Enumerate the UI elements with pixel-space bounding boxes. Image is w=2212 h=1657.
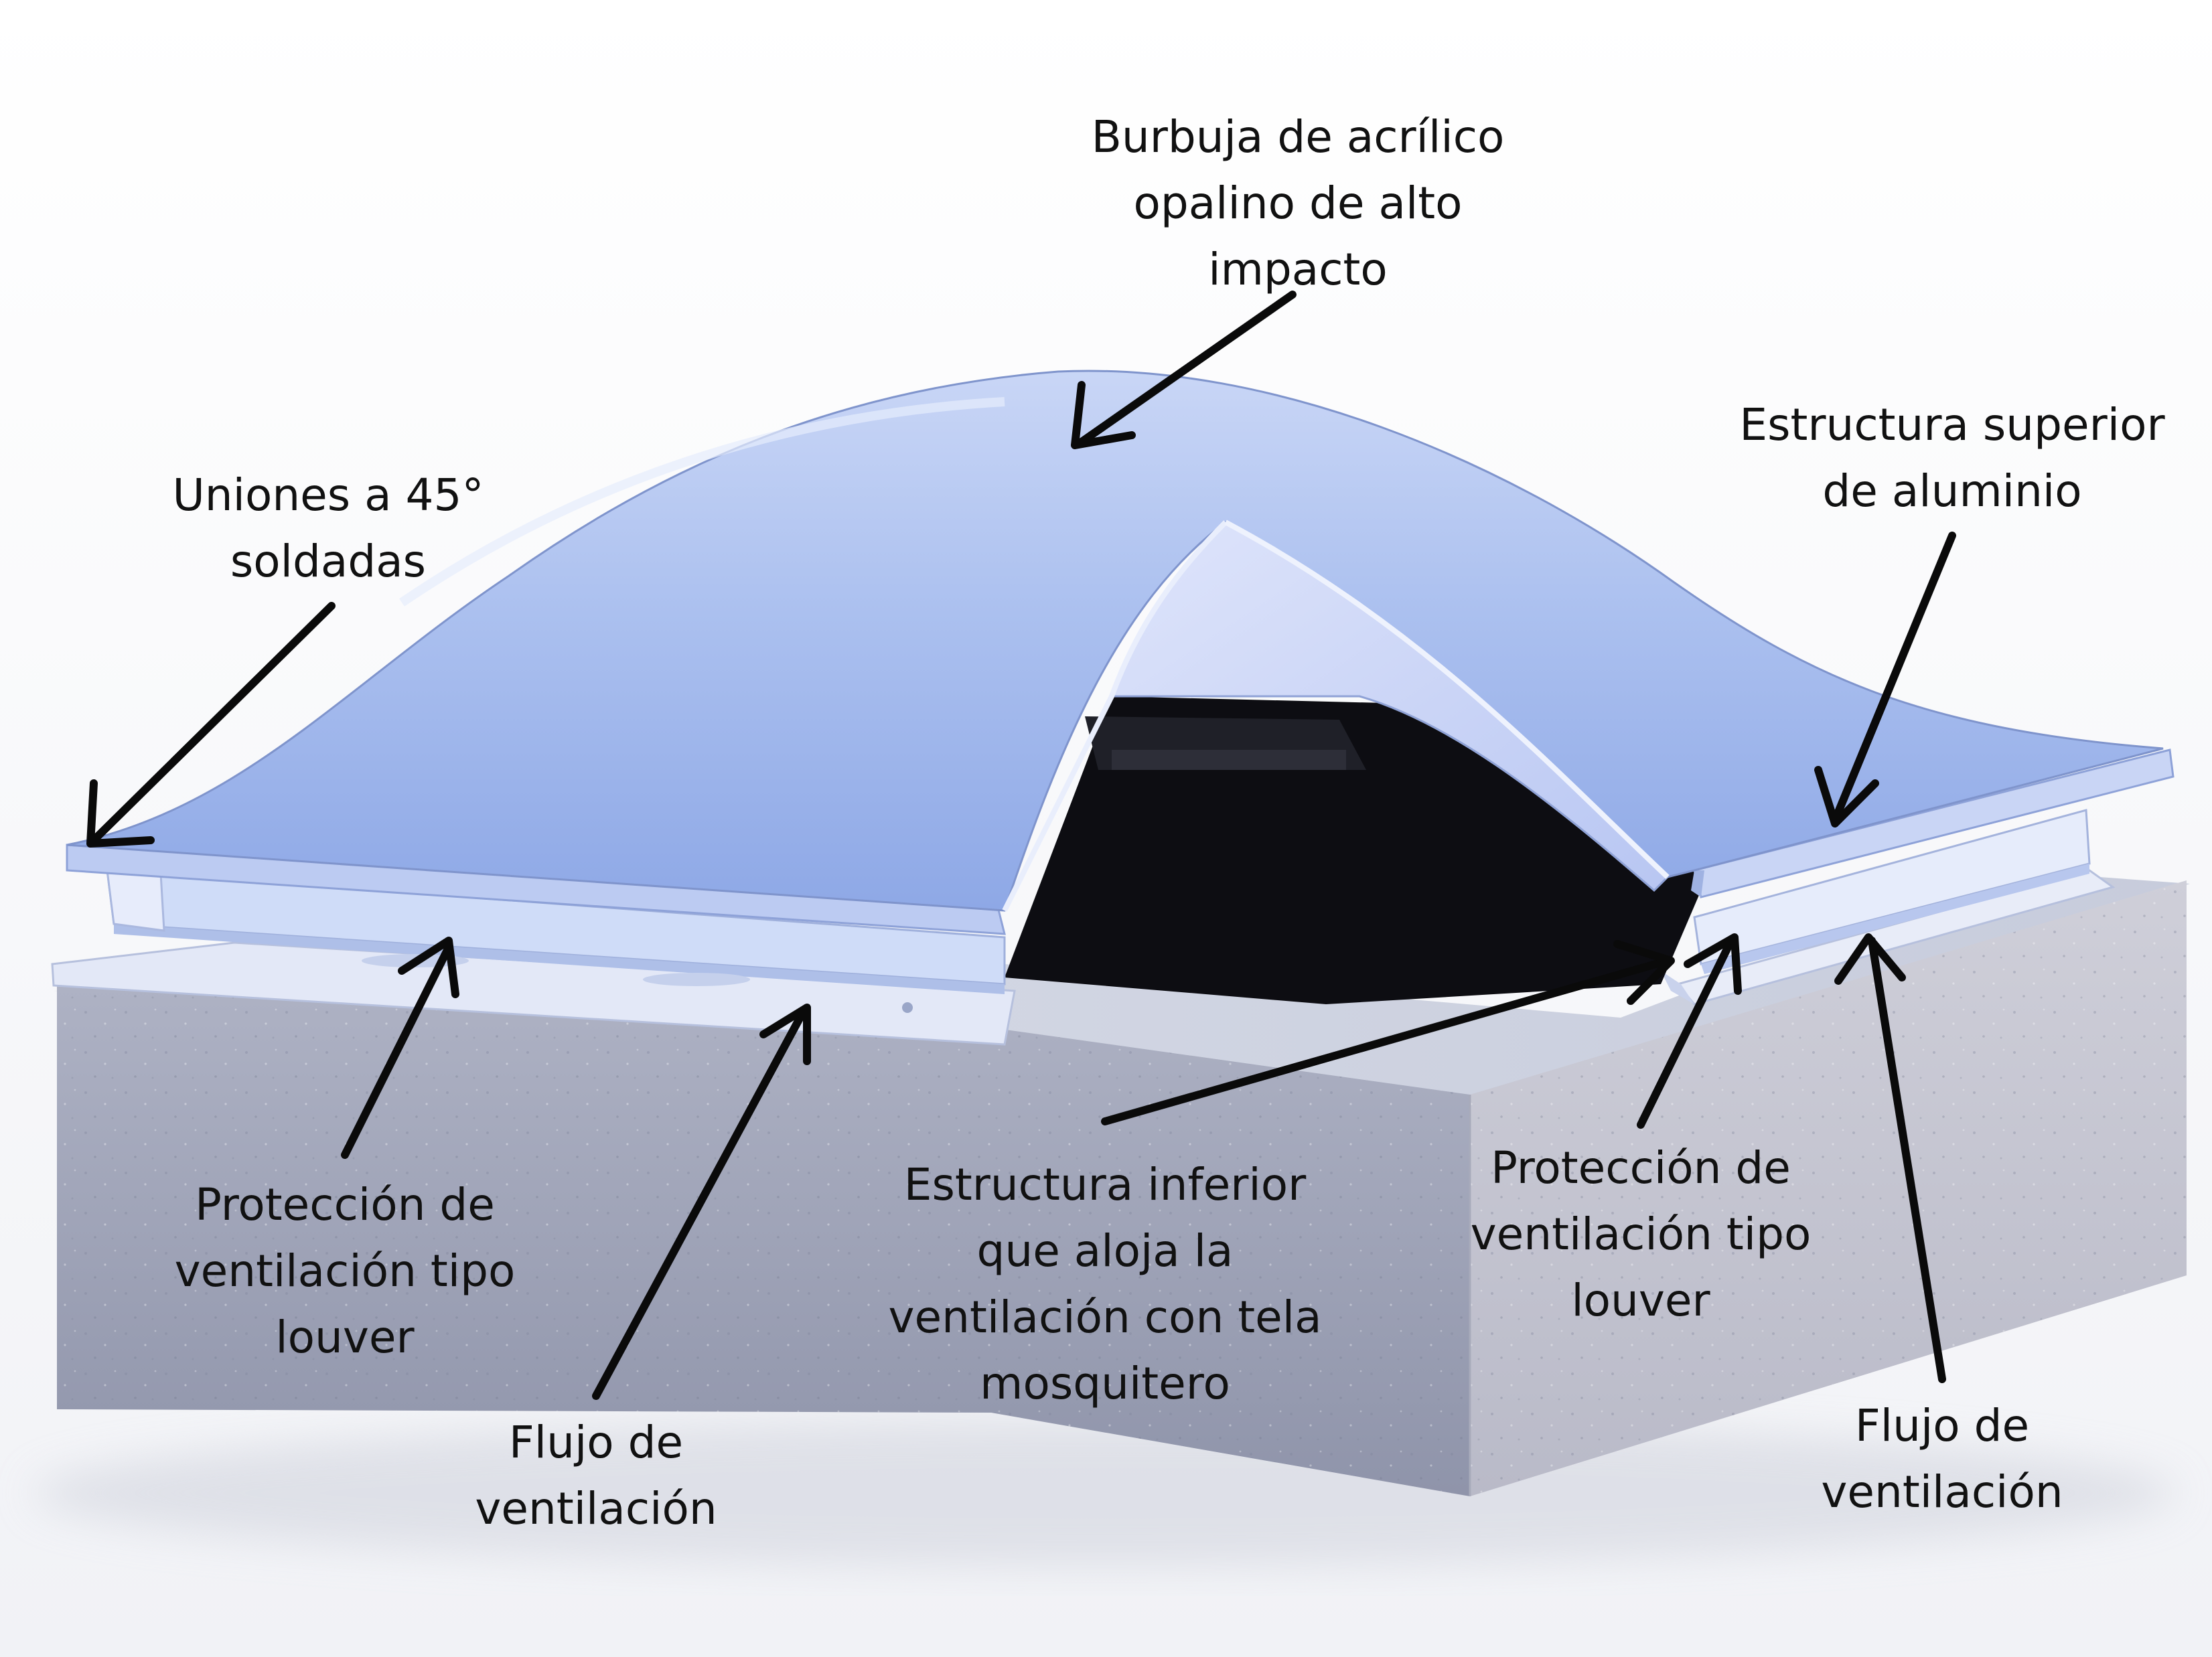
dome-cut-edge bbox=[1002, 520, 1228, 912]
louver-left-end bbox=[106, 869, 165, 932]
label-burbuja-line2: opalino de alto bbox=[1133, 177, 1463, 229]
arrow-burbuja bbox=[1078, 291, 1297, 446]
label-flujo-der: Flujo de ventilación bbox=[1741, 1393, 2143, 1525]
label-burbuja-line1: Burbuja de acrílico bbox=[1091, 111, 1505, 163]
arrowhead-proteccion-izq bbox=[398, 937, 459, 998]
arrowhead-flujo-der bbox=[1834, 933, 1906, 985]
lower-frame-left bbox=[51, 941, 1016, 1046]
label-estructura-inferior-line4: mosquitero bbox=[980, 1358, 1230, 1409]
label-burbuja: Burbuja de acrílico opalino de alto impa… bbox=[1030, 104, 1566, 303]
arrowhead-estructura-superior bbox=[1814, 766, 1879, 827]
arrowhead-flujo-izq bbox=[759, 1004, 811, 1065]
arrow-proteccion-izq bbox=[341, 943, 453, 1159]
label-uniones-line2: soldadas bbox=[230, 536, 427, 587]
label-proteccion-der-line2: ventilación tipo bbox=[1470, 1208, 1812, 1260]
arrow-flujo-der bbox=[1868, 937, 1946, 1383]
label-flujo-der-line1: Flujo de bbox=[1854, 1400, 2030, 1451]
arrowhead-uniones bbox=[86, 779, 155, 848]
arrow-estructura-superior bbox=[1831, 532, 1956, 824]
arrowhead-estructura-inferior bbox=[1613, 940, 1675, 1005]
label-uniones-line1: Uniones a 45° bbox=[172, 469, 484, 521]
floor-shadow bbox=[33, 1419, 2177, 1567]
label-proteccion-izq: Protección de ventilación tipo louver bbox=[110, 1172, 579, 1370]
label-estructura-inferior-line2: que aloja la bbox=[976, 1225, 1234, 1277]
label-estructura-superior: Estructura superior de aluminio bbox=[1684, 392, 2212, 524]
label-estructura-superior-line2: de aluminio bbox=[1822, 465, 2082, 517]
lower-frame-corner bbox=[1661, 971, 1694, 1004]
annotation-arrows bbox=[86, 291, 1956, 1400]
dome-highlight bbox=[399, 397, 1005, 607]
label-estructura-inferior-line1: Estructura inferior bbox=[903, 1159, 1307, 1210]
arrow-flujo-izq bbox=[592, 1007, 808, 1400]
label-flujo-izq-line1: Flujo de bbox=[508, 1417, 684, 1468]
label-uniones: Uniones a 45° soldadas bbox=[127, 462, 529, 595]
label-flujo-izq-line2: ventilación bbox=[475, 1483, 717, 1534]
upper-frame-right-cap bbox=[1691, 870, 1704, 897]
label-estructura-inferior: Estructura inferior que aloja la ventila… bbox=[837, 1152, 1373, 1417]
arrow-proteccion-der bbox=[1637, 937, 1735, 1129]
label-estructura-inferior-line3: ventilación con tela bbox=[888, 1291, 1322, 1343]
label-proteccion-izq-line1: Protección de bbox=[195, 1179, 495, 1231]
label-proteccion-der: Protección de ventilación tipo louver bbox=[1406, 1135, 1875, 1334]
label-burbuja-line3: impacto bbox=[1208, 244, 1388, 295]
label-proteccion-der-line3: louver bbox=[1571, 1275, 1710, 1326]
arrowhead-proteccion-der bbox=[1684, 933, 1742, 995]
label-flujo-izq: Flujo de ventilación bbox=[395, 1409, 797, 1542]
arrowhead-burbuja bbox=[1071, 381, 1136, 449]
label-flujo-der-line2: ventilación bbox=[1821, 1466, 2063, 1518]
arrow-estructura-inferior bbox=[1101, 957, 1672, 1125]
label-proteccion-izq-line3: louver bbox=[275, 1312, 415, 1363]
arrow-uniones bbox=[90, 602, 336, 844]
label-estructura-superior-line1: Estructura superior bbox=[1739, 399, 2165, 451]
louver-bolt bbox=[643, 973, 750, 986]
label-proteccion-der-line1: Protección de bbox=[1491, 1142, 1791, 1194]
label-proteccion-izq-line2: ventilación tipo bbox=[174, 1245, 516, 1297]
